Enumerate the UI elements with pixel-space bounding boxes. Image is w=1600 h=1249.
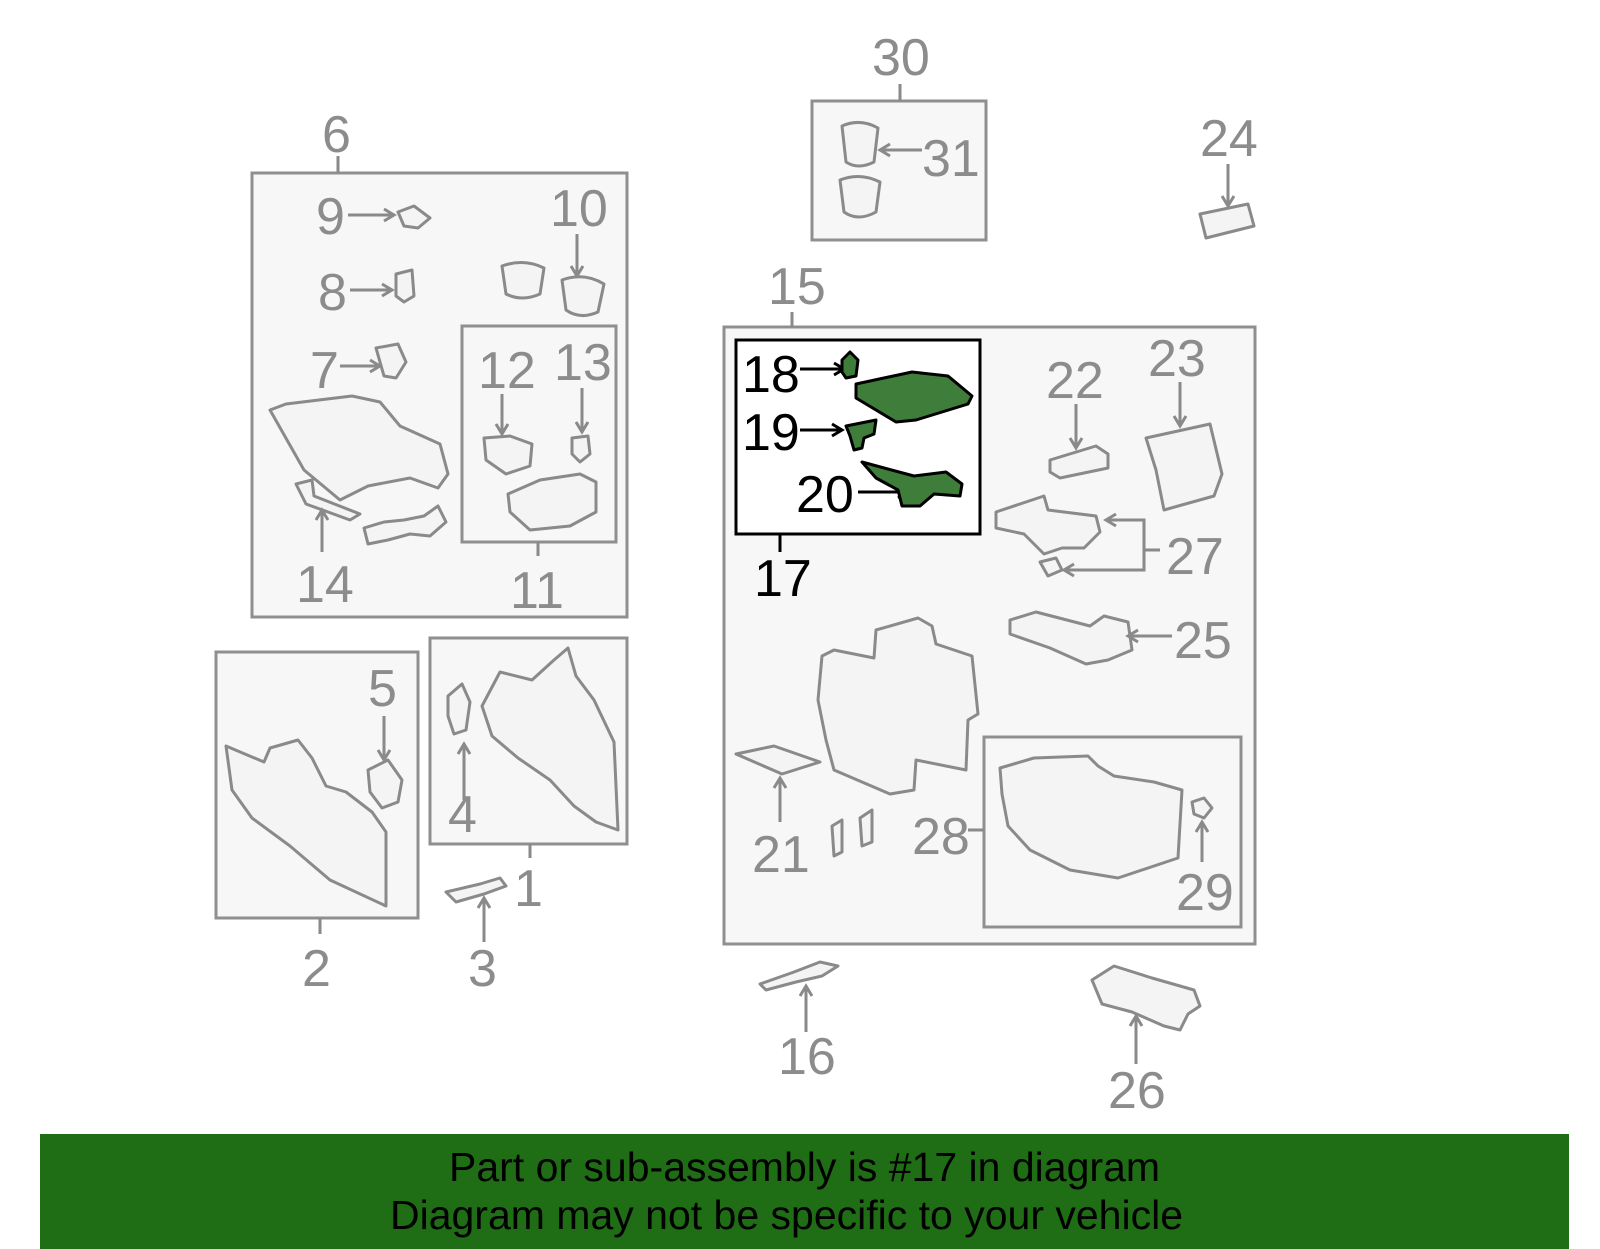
part-8-retainer[interactable] <box>394 268 416 304</box>
part-18-knob[interactable] <box>840 350 860 380</box>
part-11-tray[interactable] <box>506 472 598 532</box>
callout-13[interactable]: 13 <box>554 334 612 392</box>
part-10-cup-holder-b[interactable] <box>560 275 606 317</box>
part-17-lid[interactable] <box>854 370 974 424</box>
callout-31[interactable]: 31 <box>922 130 980 188</box>
banner-line-2: Diagram may not be specific to your vehi… <box>389 1192 1183 1238</box>
part-4-trim[interactable] <box>446 682 472 736</box>
callout-1[interactable]: 1 <box>514 860 543 918</box>
callout-5[interactable]: 5 <box>368 660 397 718</box>
callout-9[interactable]: 9 <box>316 188 345 246</box>
part-19-latch[interactable] <box>844 418 878 452</box>
callout-2[interactable]: 2 <box>302 940 331 998</box>
callout-14[interactable]: 14 <box>296 556 354 614</box>
part-2-side-panel[interactable] <box>224 738 388 908</box>
callout-27[interactable]: 27 <box>1166 528 1224 586</box>
part-3-bracket[interactable] <box>444 876 508 904</box>
callout-8[interactable]: 8 <box>318 264 347 322</box>
part-5-bracket[interactable] <box>366 758 404 810</box>
part-20-hinge[interactable] <box>860 460 964 508</box>
part-25-duct[interactable] <box>1008 610 1134 666</box>
part-31-cup-insert-b[interactable] <box>838 175 882 219</box>
part-21-pad[interactable] <box>734 744 822 776</box>
assembly-box-30 <box>810 99 988 242</box>
callout-29[interactable]: 29 <box>1176 864 1234 922</box>
info-banner: Part or sub-assembly is #17 in diagram D… <box>40 1134 1569 1249</box>
callout-25[interactable]: 25 <box>1174 612 1232 670</box>
callout-15[interactable]: 15 <box>768 258 826 316</box>
callout-11[interactable]: 11 <box>510 562 564 620</box>
callout-22[interactable]: 22 <box>1046 352 1104 410</box>
banner-line-1: Part or sub-assembly is #17 in diagram <box>449 1144 1160 1190</box>
part-21-trim-a[interactable] <box>830 818 844 858</box>
callout-3[interactable]: 3 <box>468 940 497 998</box>
part-23-switch-panel[interactable] <box>1144 422 1224 512</box>
callout-10[interactable]: 10 <box>550 180 608 238</box>
part-21-trim-b[interactable] <box>858 808 874 848</box>
part-15-console-body[interactable] <box>816 616 980 796</box>
callout-6[interactable]: 6 <box>322 106 351 164</box>
part-14-bracket[interactable] <box>294 478 362 522</box>
callout-28[interactable]: 28 <box>912 808 970 866</box>
part-9-clip[interactable] <box>396 204 432 230</box>
part-1-upper-panel[interactable] <box>268 394 450 502</box>
callout-24[interactable]: 24 <box>1200 110 1258 168</box>
part-7-clip[interactable] <box>374 342 408 380</box>
part-28-storage-bin[interactable] <box>998 754 1184 880</box>
callout-21[interactable]: 21 <box>752 826 810 884</box>
callout-30[interactable]: 30 <box>872 29 930 87</box>
part-31-cup-insert-a[interactable] <box>840 121 880 168</box>
part-24-plate[interactable] <box>1198 202 1256 240</box>
callout-7[interactable]: 7 <box>310 342 339 400</box>
callout-18[interactable]: 18 <box>742 346 800 404</box>
part-10-cup-holder-a[interactable] <box>500 261 546 300</box>
part-14-clips[interactable] <box>362 504 448 546</box>
callout-20[interactable]: 20 <box>796 466 854 524</box>
part-29-clip[interactable] <box>1190 796 1214 820</box>
callout-19[interactable]: 19 <box>742 404 800 462</box>
part-12-clip[interactable] <box>482 434 534 476</box>
part-16-bracket[interactable] <box>758 960 840 992</box>
callout-16[interactable]: 16 <box>778 1028 836 1086</box>
part-22-cover[interactable] <box>1048 444 1110 480</box>
part-13-fastener[interactable] <box>570 434 592 464</box>
callout-17[interactable]: 17 <box>754 550 812 608</box>
callout-12[interactable]: 12 <box>478 342 536 400</box>
part-27-bracket[interactable] <box>994 494 1102 556</box>
callout-26[interactable]: 26 <box>1108 1062 1166 1120</box>
callout-4[interactable]: 4 <box>448 786 477 844</box>
callout-23[interactable]: 23 <box>1148 330 1206 388</box>
part-26-tray[interactable] <box>1090 964 1202 1032</box>
part-1-side-panel[interactable] <box>480 646 620 832</box>
